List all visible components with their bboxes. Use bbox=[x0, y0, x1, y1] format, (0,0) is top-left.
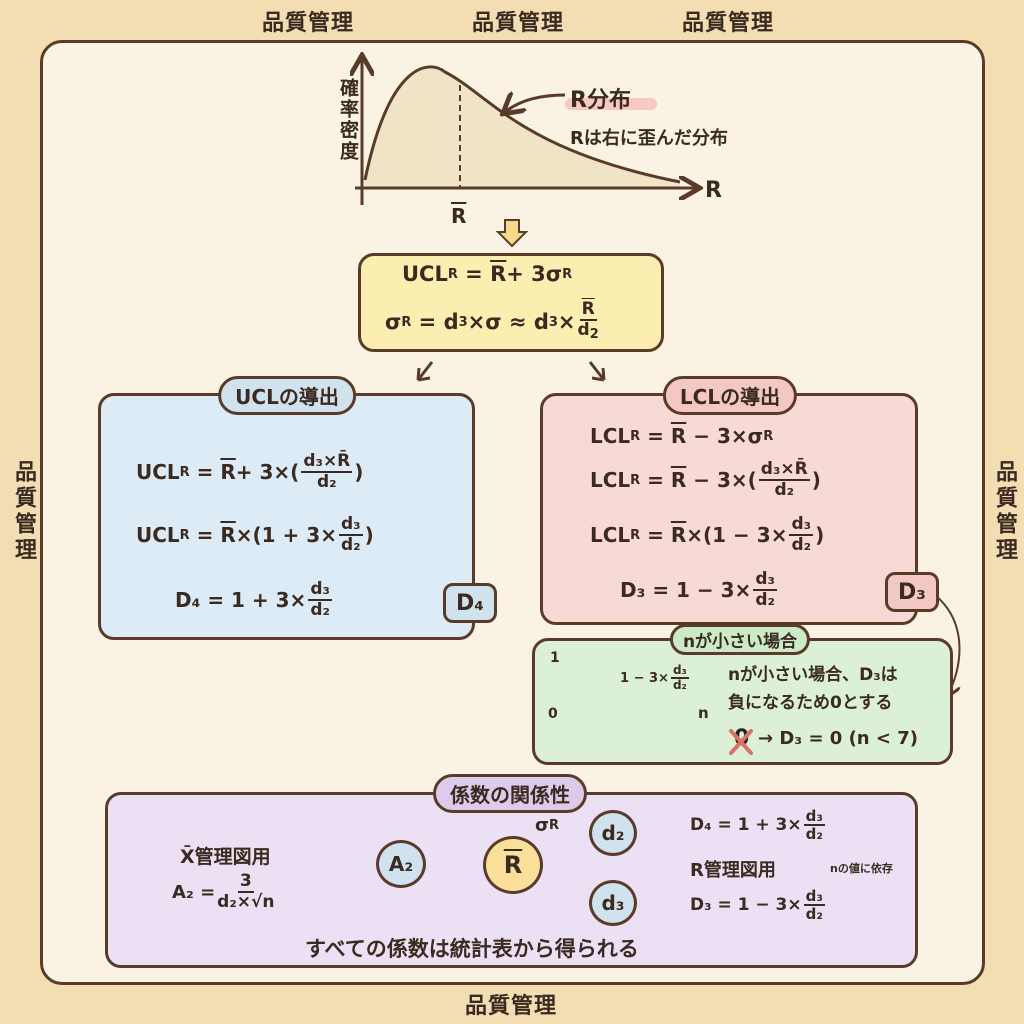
small-x-n: n bbox=[698, 704, 709, 722]
y-axis-label: 確率密度 bbox=[337, 78, 359, 162]
d3-node: d₃ bbox=[589, 880, 637, 926]
xbar-chart-use: X̄管理図用 bbox=[180, 846, 271, 868]
d4-badge: D₄ bbox=[443, 583, 497, 623]
pointer-arrow bbox=[505, 95, 566, 112]
down-arrow-icon bbox=[495, 219, 529, 248]
sigma-formula-box bbox=[358, 253, 664, 352]
crossed-zero-icon: 0 bbox=[734, 726, 750, 751]
ucl-derivation-box bbox=[98, 393, 475, 640]
title-highlight bbox=[565, 98, 657, 110]
lcl-title: LCLの導出 bbox=[662, 376, 798, 415]
banner-right: 品質管理 bbox=[992, 460, 1017, 564]
d3-zero-rule: → D₃ = 0 (n < 7) bbox=[758, 728, 918, 749]
depends-on-n: nの値に依存 bbox=[830, 862, 893, 875]
r-chart-use: R管理図用 bbox=[690, 860, 776, 881]
banner-bottom: 品質管理 bbox=[465, 994, 558, 1019]
banner-top-2: 品質管理 bbox=[472, 11, 565, 36]
distribution-note: Rは右に歪んだ分布 bbox=[570, 128, 728, 149]
d2-node: d₂ bbox=[589, 810, 637, 856]
banner-top-1: 品質管理 bbox=[262, 11, 355, 36]
x-axis-label: R bbox=[705, 178, 722, 203]
small-y-0: 0 bbox=[548, 706, 558, 722]
arrow-to-lcl-icon bbox=[588, 361, 606, 382]
small-n-note-1: nが小さい場合、D₃は bbox=[728, 665, 898, 685]
a2-node: A₂ bbox=[376, 840, 426, 888]
distribution-curve bbox=[363, 65, 681, 184]
arrow-to-ucl-icon bbox=[416, 361, 434, 382]
relations-footer: すべての係数は統計表から得られる bbox=[305, 937, 639, 961]
relations-title: 係数の関係性 bbox=[433, 774, 587, 813]
banner-left: 品質管理 bbox=[11, 460, 36, 564]
banner-top-3: 品質管理 bbox=[682, 11, 775, 36]
small-n-note-2: 負になるため0とする bbox=[728, 693, 893, 713]
ucl-title: UCLの導出 bbox=[218, 376, 356, 415]
d3-badge: D₃ bbox=[885, 572, 939, 612]
distribution-title: R分布 bbox=[570, 88, 631, 113]
small-y-1: 1 bbox=[550, 650, 560, 666]
mean-label: R bbox=[451, 204, 467, 228]
small-n-title: nが小さい場合 bbox=[669, 624, 811, 655]
rbar-node: R bbox=[483, 836, 543, 894]
distribution-area bbox=[365, 66, 680, 188]
